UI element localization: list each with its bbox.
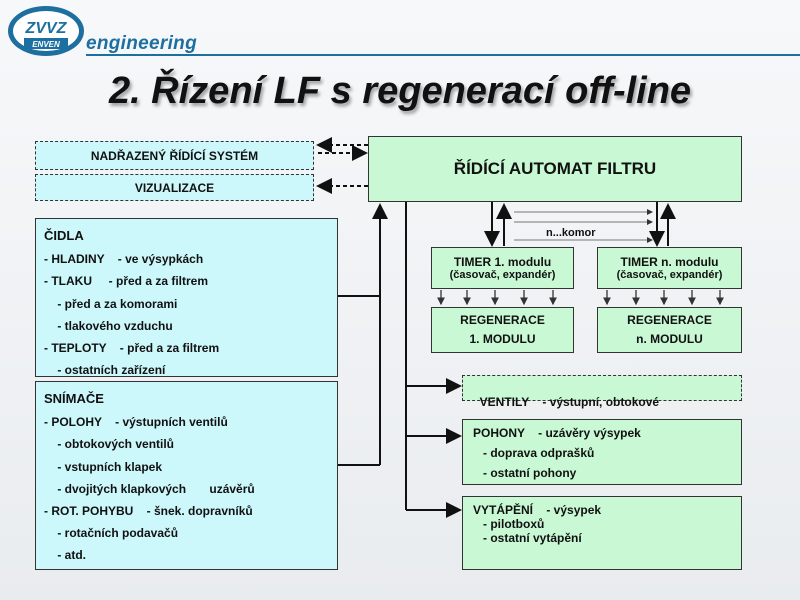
snimace-row: - dvojitých klapkových uzávěrů xyxy=(44,481,255,496)
zvvz-logo: ZVVZ ENVEN xyxy=(8,6,84,56)
vytapeni-row: VYTÁPĚNÍ - výsypek xyxy=(473,503,602,517)
logo-brand-top: ZVVZ xyxy=(25,20,68,37)
cidla-row: - před a za komorami xyxy=(44,296,178,311)
regenerace-1-line2: 1. MODULU xyxy=(469,332,536,346)
timer-1-title: TIMER 1. modulu xyxy=(453,255,552,269)
regenerace-n-line2: n. MODULU xyxy=(636,332,703,346)
cidla-row: - TLAKU - před a za filtrem xyxy=(44,274,209,289)
komor-label: n...komor xyxy=(546,227,596,239)
pohony-row: - ostatní pohony xyxy=(473,466,577,480)
cidla-row: - HLADINY - ve výsypkách xyxy=(44,252,204,267)
pohony-row: - doprava odprašků xyxy=(473,446,595,460)
nadrazeny-system-label: NADŘAZENÝ ŘÍDÍCÍ SYSTÉM xyxy=(90,148,259,163)
regenerace-n-box: REGENERACE n. MODULU xyxy=(597,307,742,353)
nadrazeny-system-box: NADŘAZENÝ ŘÍDÍCÍ SYSTÉM xyxy=(35,141,314,170)
snimace-row: - POLOHY - výstupních ventilů xyxy=(44,415,228,430)
page-title: 2. Řízení LF s regenerací off-line xyxy=(108,70,692,112)
pohony-row: POHONY - uzávěry výsypek xyxy=(473,426,641,440)
pohony-box: POHONY - uzávěry výsypek - doprava odpra… xyxy=(462,419,742,485)
vytapeni-box: VYTÁPĚNÍ - výsypek - pilotboxů - ostatní… xyxy=(462,496,742,570)
snimace-row: - obtokových ventilů xyxy=(44,437,175,452)
vytapeni-row: - pilotboxů xyxy=(473,517,545,531)
cidla-row: - TEPLOTY - před a za filtrem xyxy=(44,341,220,356)
vizualizace-box: VIZUALIZACE xyxy=(35,174,314,201)
snimace-box: SNÍMAČE - POLOHY - výstupních ventilů - … xyxy=(35,381,338,570)
vytapeni-row: - ostatní vytápění xyxy=(473,531,582,545)
header-rule xyxy=(86,54,800,56)
timer-n-subtitle: (časovač, expandér) xyxy=(616,269,723,281)
timer-1-subtitle: (časovač, expandér) xyxy=(449,269,556,281)
cidla-row: - tlakového vzduchu xyxy=(44,318,173,333)
timer-n-title: TIMER n. modulu xyxy=(620,255,719,269)
automat-box: ŘÍDÍCÍ AUTOMAT FILTRU xyxy=(368,136,742,202)
regenerace-n-line1: REGENERACE xyxy=(627,313,712,327)
regenerace-1-line1: REGENERACE xyxy=(460,313,545,327)
regenerace-1-box: REGENERACE 1. MODULU xyxy=(431,307,574,353)
snimace-row: - atd. xyxy=(44,548,86,563)
cidla-row: - ostatních zařízení xyxy=(44,363,166,377)
timer-1-box: TIMER 1. modulu (časovač, expandér) xyxy=(431,247,574,289)
logo-word: engineering xyxy=(86,33,197,54)
snimace-row: - ROT. POHYBU - šnek. dopravníků xyxy=(44,504,253,519)
snimace-row: - vstupních klapek xyxy=(44,459,163,474)
cidla-header: ČIDLA xyxy=(44,228,84,243)
timer-n-box: TIMER n. modulu (časovač, expandér) xyxy=(597,247,742,289)
snimace-row: - rotačních podavačů xyxy=(44,526,179,541)
snimace-header: SNÍMAČE xyxy=(44,391,104,406)
cidla-box: ČIDLA - HLADINY - ve výsypkách - TLAKU -… xyxy=(35,218,338,377)
logo-brand-bottom: ENVEN xyxy=(32,40,60,49)
ventily-box: VENTILY - výstupní, obtokové xyxy=(462,375,742,409)
vizualizace-label: VIZUALIZACE xyxy=(134,180,215,195)
automat-label: ŘÍDÍCÍ AUTOMAT FILTRU xyxy=(453,159,657,178)
ventily-label: VENTILY - výstupní, obtokové xyxy=(479,395,660,409)
